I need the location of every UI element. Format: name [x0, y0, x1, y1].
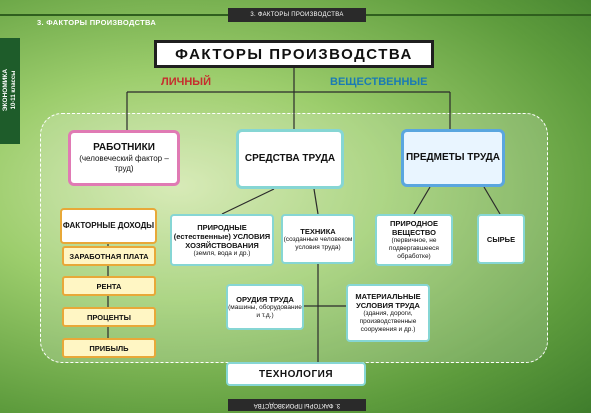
technique-box: ТЕХНИКА (созданные человеком условия тру… — [281, 214, 355, 264]
technique-subtitle: (созданные человеком условия труда) — [283, 235, 353, 251]
material-conditions-subtitle: (здания, дороги, производственные сооруж… — [359, 310, 417, 333]
income-item: РЕНТА — [62, 276, 156, 296]
means-of-labor-title: СРЕДСТВА ТРУДА — [244, 153, 336, 164]
workers-box: РАБОТНИКИ (человеческий фактор – труд) — [68, 130, 180, 186]
workers-title: РАБОТНИКИ — [93, 142, 155, 153]
workers-subtitle: (человеческий фактор – труд) — [79, 154, 169, 173]
top-tab: 3. ФАКТОРЫ ПРОИЗВОДСТВА — [228, 8, 366, 22]
category-material: ВЕЩЕСТВЕННЫЕ — [330, 76, 428, 88]
objects-of-labor-title: ПРЕДМЕТЫ ТРУДА — [405, 152, 501, 163]
raw-materials-title: СЫРЬЕ — [486, 234, 516, 244]
income-item: ЗАРАБОТНАЯ ПЛАТА — [62, 246, 156, 266]
material-conditions-box: МАТЕРИАЛЬНЫЕ УСЛОВИЯ ТРУДА (здания, доро… — [346, 284, 430, 342]
tools-box: ОРУДИЯ ТРУДА (машины, оборудование и т.д… — [226, 284, 304, 330]
category-personal: ЛИЧНЫЙ — [161, 76, 211, 88]
objects-of-labor-box: ПРЕДМЕТЫ ТРУДА — [401, 129, 505, 187]
diagram-title: ФАКТОРЫ ПРОИЗВОДСТВА — [154, 40, 434, 68]
natural-conditions-title: ПРИРОДНЫЕ (естественные) УСЛОВИЯ ХОЗЯЙСТ… — [173, 222, 271, 250]
technology-box: ТЕХНОЛОГИЯ — [226, 362, 366, 386]
natural-substance-subtitle: (первичное, не подвергавшееся обработке) — [389, 237, 439, 260]
corner-label: 3. ФАКТОРЫ ПРОИЗВОДСТВА — [37, 18, 157, 27]
technique-title: ТЕХНИКА — [300, 226, 336, 236]
income-item: ПРИБЫЛЬ — [62, 338, 156, 358]
income-item: ПРОЦЕНТЫ — [62, 307, 156, 327]
bottom-tab: 3. ФАКТОРЫ ПРОИЗВОДСТВА — [228, 399, 366, 411]
factor-income-header: ФАКТОРНЫЕ ДОХОДЫ — [60, 208, 157, 244]
side-strip — [0, 38, 20, 144]
material-conditions-title: МАТЕРИАЛЬНЫЕ УСЛОВИЯ ТРУДА — [355, 292, 421, 310]
natural-substance-title: ПРИРОДНОЕ ВЕЩЕСТВО — [389, 219, 439, 237]
raw-materials-box: СЫРЬЕ — [477, 214, 525, 264]
natural-conditions-box: ПРИРОДНЫЕ (естественные) УСЛОВИЯ ХОЗЯЙСТ… — [170, 214, 274, 266]
means-of-labor-box: СРЕДСТВА ТРУДА — [236, 129, 344, 189]
tools-subtitle: (машины, оборудование и т.д.) — [228, 303, 302, 319]
tools-title: ОРУДИЯ ТРУДА — [236, 294, 294, 304]
natural-conditions-subtitle: (земля, вода и др.) — [193, 249, 251, 257]
natural-substance-box: ПРИРОДНОЕ ВЕЩЕСТВО (первичное, не подвер… — [375, 214, 453, 266]
